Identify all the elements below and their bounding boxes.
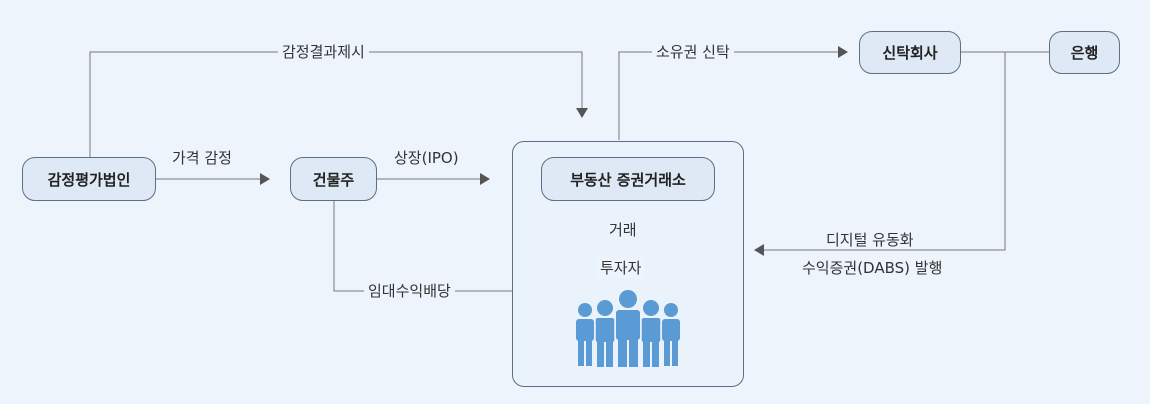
label-digital-tokenization: 디지털 유동화 (826, 231, 914, 249)
arrowhead (576, 108, 588, 118)
label-appraisal-result: 감정결과제시 (278, 42, 369, 62)
appraiser-node: 감정평가법인 (22, 157, 156, 201)
trust-company-node: 신탁회사 (859, 31, 961, 74)
label-ownership-trust: 소유권 신탁 (652, 42, 734, 62)
arrowhead (838, 46, 848, 58)
label-rental-dividend: 임대수익배당 (364, 281, 455, 301)
label-trade: 거래 (609, 221, 637, 239)
bank-node: 은행 (1049, 31, 1120, 74)
arrowhead (754, 244, 764, 256)
building-owner-node: 건물주 (290, 157, 377, 201)
investors-group-icon (576, 290, 680, 367)
arrowhead (260, 173, 270, 185)
label-listing: 상장(IPO) (394, 149, 459, 167)
label-dabs-issuance: 수익증권(DABS) 발행 (802, 259, 943, 277)
exchange-node: 부동산 증권거래소 (541, 157, 715, 201)
arrowhead (480, 173, 490, 185)
label-investors: 투자자 (596, 258, 646, 278)
label-price-appraisal: 가격 감정 (172, 149, 232, 167)
